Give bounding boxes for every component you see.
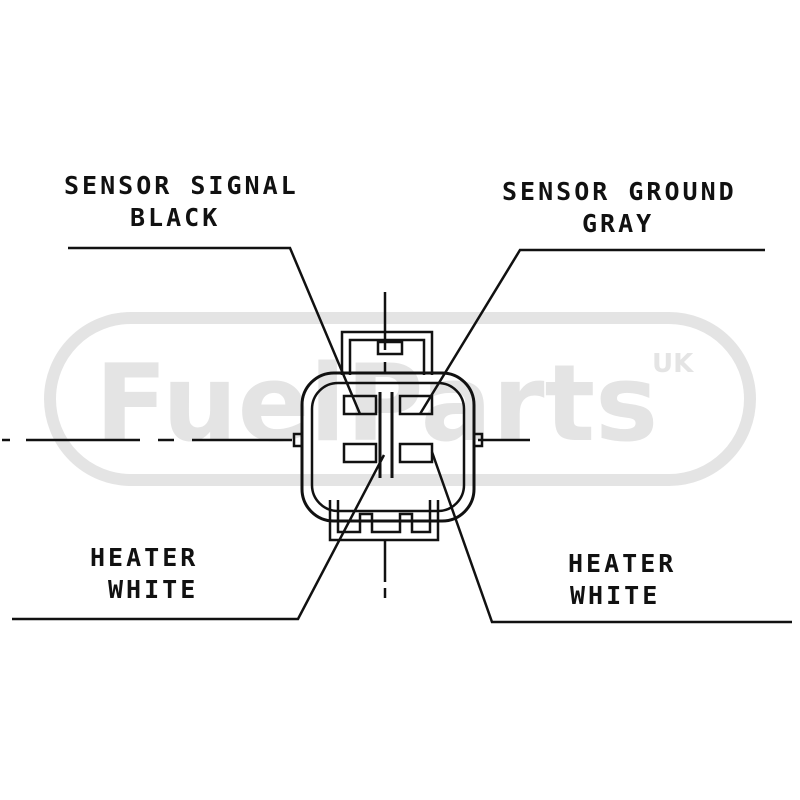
label-sensor-signal-name: SENSOR SIGNAL [64, 171, 299, 200]
label-heater-left-name: HEATER [90, 543, 199, 572]
pin-heater-left [342, 442, 378, 464]
label-sensor-ground: SENSOR GROUND GRAY [502, 176, 737, 240]
leader-heater-right [430, 451, 792, 624]
pin-sensor-ground [398, 394, 434, 416]
label-heater-right-color: WHITE [570, 581, 661, 610]
label-heater-left-color: WHITE [108, 575, 199, 604]
label-heater-left: HEATER WHITE [90, 542, 198, 606]
label-sensor-signal-color: BLACK [130, 203, 221, 232]
label-heater-right: HEATER WHITE [568, 548, 676, 612]
leader-heater-left [12, 454, 386, 621]
watermark-superscript: UK [652, 349, 694, 379]
leader-sensor-signal [68, 246, 362, 415]
connector-right-ear [472, 432, 484, 448]
connector-left-ear [292, 432, 304, 448]
connector-housing-inner [310, 381, 466, 513]
label-sensor-signal: SENSOR SIGNAL BLACK [64, 170, 299, 234]
watermark-pill-outline [44, 312, 756, 486]
leader-sensor-ground [418, 248, 765, 415]
label-sensor-ground-name: SENSOR GROUND [502, 177, 737, 206]
label-heater-right-name: HEATER [568, 549, 677, 578]
connector-top-tab [340, 330, 434, 375]
label-sensor-ground-color: GRAY [582, 209, 655, 238]
